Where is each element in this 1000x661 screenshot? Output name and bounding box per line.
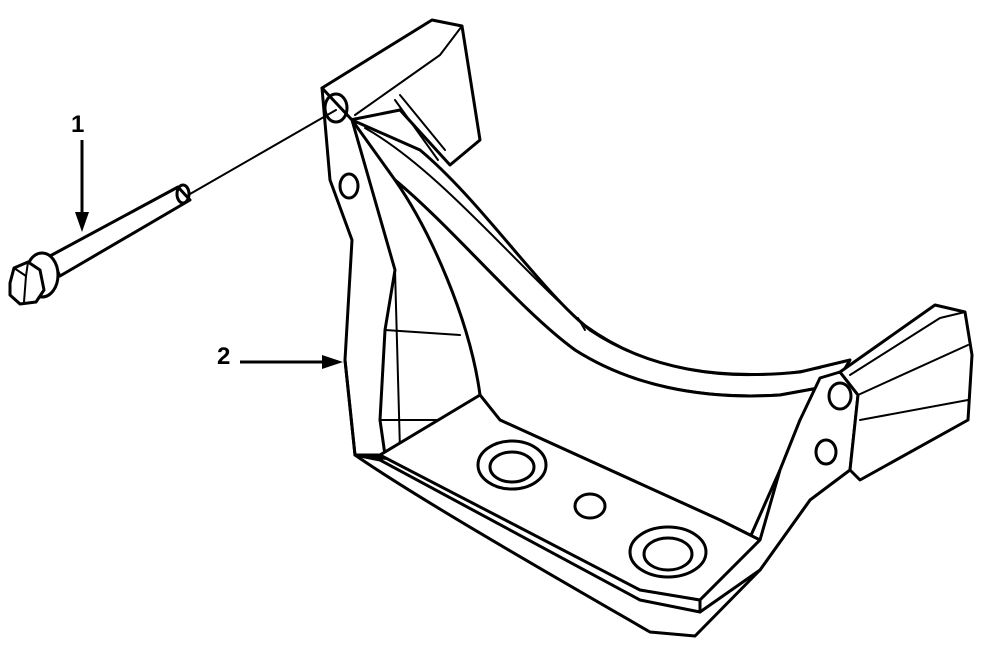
bracket-hole-right-upper <box>827 381 853 411</box>
bracket-hole-left-lower <box>338 172 360 200</box>
callout-arrow-2 <box>240 355 343 369</box>
bracket-inner-surface <box>393 178 837 542</box>
callout-arrow-1 <box>75 140 89 232</box>
callout-label-1: 1 <box>71 111 85 138</box>
bolt-alignment-line <box>189 109 337 195</box>
bolt-shank <box>48 185 192 278</box>
bracket-base-hole-large-2 <box>628 525 708 579</box>
callout-label-2: 2 <box>217 343 231 370</box>
bracket-base-hole-small <box>573 492 607 520</box>
bracket-right-ear <box>838 303 974 482</box>
bolt-hex-head <box>8 260 46 306</box>
bracket-part <box>320 18 974 638</box>
bracket-base-top <box>378 393 762 602</box>
bolt-part <box>8 109 337 306</box>
bracket-back-wall <box>350 118 852 398</box>
bracket-left-ear-top <box>320 18 482 167</box>
bracket-base-hole-large-1 <box>476 439 548 491</box>
bracket-hole-left-upper <box>323 92 349 124</box>
bracket-hole-right-lower <box>814 438 838 466</box>
